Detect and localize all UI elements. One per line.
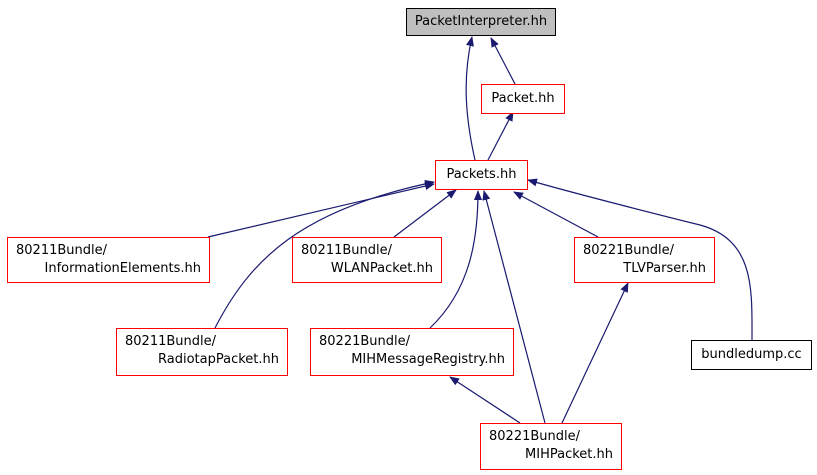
- node-information-elements[interactable]: 80211Bundle/ InformationElements.hh: [7, 237, 210, 283]
- node-path: 80221Bundle/: [319, 334, 410, 349]
- node-wlan-packet[interactable]: 80211Bundle/ WLANPacket.hh: [292, 237, 442, 283]
- node-label: WLANPacket.hh: [330, 261, 433, 276]
- node-label: MIHMessageRegistry.hh: [351, 352, 505, 367]
- edge-bundledump-to-packets: [527, 178, 753, 341]
- node-bundledump[interactable]: bundledump.cc: [691, 340, 812, 370]
- node-label: RadiotapPacket.hh: [158, 352, 279, 367]
- node-packets[interactable]: Packets.hh: [435, 160, 528, 190]
- node-label: Packets.hh: [446, 167, 517, 182]
- node-label: Packet.hh: [491, 91, 555, 106]
- edge-mih-packet-to-mih-message-registry: [449, 376, 521, 424]
- edge-mih-message-registry-to-packets: [429, 190, 482, 329]
- node-path: 80211Bundle/: [301, 243, 392, 258]
- node-path: 80211Bundle/: [125, 334, 216, 349]
- edge-packet-to-packet-interpreter: [490, 37, 516, 85]
- node-radiotap-packet[interactable]: 80211Bundle/ RadiotapPacket.hh: [116, 328, 288, 376]
- edge-info-elements-to-packets: [207, 182, 435, 238]
- edge-radiotap-packet-to-packets: [214, 179, 435, 329]
- node-path: 80211Bundle/: [16, 243, 107, 258]
- node-tlv-parser[interactable]: 80221Bundle/ TLVParser.hh: [574, 237, 715, 283]
- node-path: 80221Bundle/: [489, 429, 580, 444]
- edge-tlv-parser-to-packets: [513, 191, 599, 238]
- edge-packets-to-packet: [487, 111, 514, 161]
- edge-mih-packet-to-packets: [482, 190, 546, 424]
- node-label: bundledump.cc: [701, 347, 802, 362]
- edge-packets-to-packet-interpreter: [465, 36, 476, 161]
- edge-wlan-packet-to-packets: [393, 189, 457, 238]
- edge-mih-packet-to-tlv-parser: [561, 282, 629, 424]
- node-mih-packet[interactable]: 80221Bundle/ MIHPacket.hh: [480, 423, 622, 470]
- node-mih-message-registry[interactable]: 80221Bundle/ MIHMessageRegistry.hh: [310, 328, 514, 376]
- node-label: PacketInterpreter.hh: [414, 14, 548, 29]
- node-label: InformationElements.hh: [44, 261, 201, 276]
- node-packet[interactable]: Packet.hh: [481, 84, 565, 114]
- node-label: TLVParser.hh: [623, 261, 706, 276]
- node-path: 80221Bundle/: [583, 243, 674, 258]
- node-label: MIHPacket.hh: [525, 447, 613, 462]
- node-packet-interpreter[interactable]: PacketInterpreter.hh: [406, 8, 556, 36]
